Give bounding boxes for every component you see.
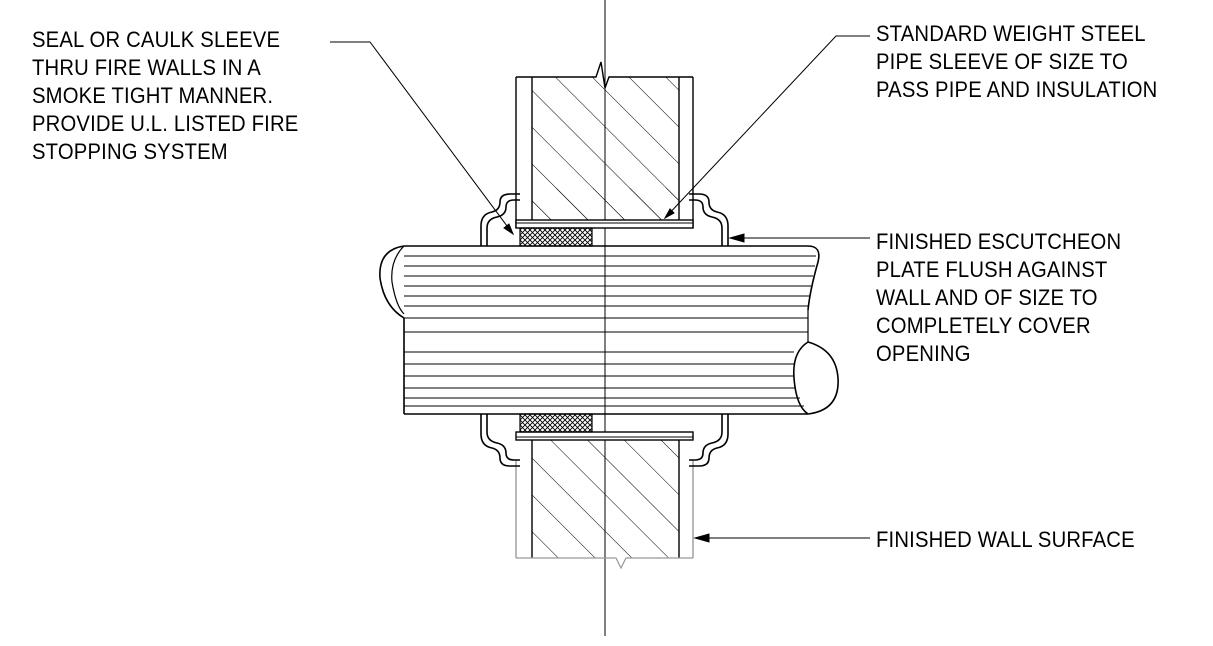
lower-wall-section (515, 440, 694, 570)
note-line: STOPPING SYSTEM (32, 139, 228, 164)
fire-seal-bottom (519, 413, 593, 433)
note-line: STANDARD WEIGHT STEEL (876, 21, 1146, 46)
note-line: FINISHED WALL SURFACE (876, 527, 1135, 552)
break-line-bottom (516, 557, 693, 570)
note-finished-wall: FINISHED WALL SURFACE (876, 526, 1135, 554)
escutcheon-left (480, 193, 520, 467)
pipe (379, 245, 839, 415)
note-line: PROVIDE U.L. LISTED FIRE (32, 111, 299, 136)
break-line-top (516, 61, 693, 89)
leader-sleeve (663, 35, 870, 220)
note-pipe-sleeve: STANDARD WEIGHT STEEL PIPE SLEEVE OF SIZ… (876, 20, 1157, 104)
note-line: THRU FIRE WALLS IN A (32, 55, 261, 80)
note-escutcheon-plate: FINISHED ESCUTCHEON PLATE FLUSH AGAINST … (876, 228, 1121, 368)
note-line: FINISHED ESCUTCHEON (876, 229, 1122, 254)
escutcheon-right (689, 193, 729, 467)
leader-wall (693, 533, 870, 543)
note-line: SMOKE TIGHT MANNER. (32, 83, 274, 108)
note-line: COMPLETELY COVER (876, 313, 1091, 338)
fire-seal-top (519, 227, 593, 247)
note-line: SEAL OR CAULK SLEEVE (32, 27, 281, 52)
steel-sleeve (515, 219, 694, 441)
note-line: PASS PIPE AND INSULATION (876, 77, 1158, 102)
leader-seal (330, 41, 515, 236)
upper-wall-section (515, 61, 694, 228)
note-line: PIPE SLEEVE OF SIZE TO (876, 49, 1128, 74)
note-seal-caulk: SEAL OR CAULK SLEEVE THRU FIRE WALLS IN … (32, 26, 298, 166)
note-line: OPENING (876, 341, 971, 366)
leader-escutcheon (728, 233, 870, 243)
note-line: WALL AND OF SIZE TO (876, 285, 1098, 310)
note-line: PLATE FLUSH AGAINST (876, 257, 1108, 282)
